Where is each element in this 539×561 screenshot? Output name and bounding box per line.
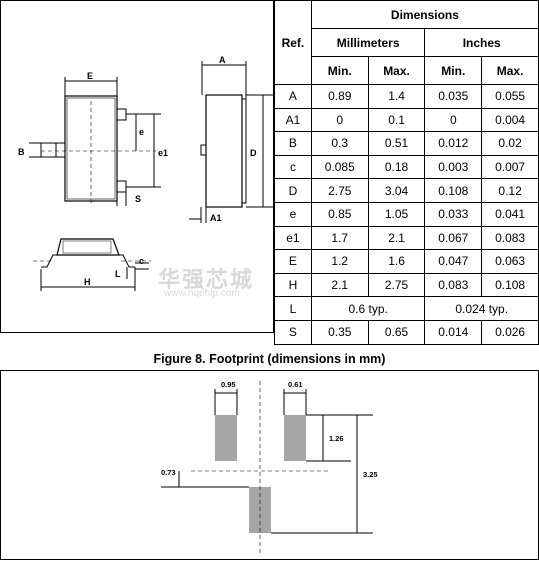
pad-top-left xyxy=(215,415,237,461)
footprint-drawing: 0.95 0.61 1.26 3.25 0.73 xyxy=(0,370,539,560)
table-row: D 2.75 3.04 0.108 0.12 xyxy=(274,178,539,203)
pin-top-right xyxy=(116,108,127,121)
pin-bottom-right xyxy=(116,180,127,193)
label-total-height: 3.25 xyxy=(363,470,378,479)
header-in-min: Min. xyxy=(424,56,483,85)
dimensions-table: Ref. Dimensions Millimeters Inches Min. … xyxy=(274,0,539,345)
label-pad-width: 0.61 xyxy=(288,380,303,389)
table-row: L 0.6 typ. 0.024 typ. xyxy=(274,296,539,321)
pad-top-right xyxy=(284,415,306,461)
label-E: E xyxy=(87,71,93,81)
package-body-side-view xyxy=(205,94,243,208)
header-ref: Ref. xyxy=(274,0,312,85)
table-row: e 0.85 1.05 0.033 0.041 xyxy=(274,201,539,227)
figure-title: Figure 8. Footprint (dimensions in mm) xyxy=(153,352,386,366)
watermark-url: www.hqehlp.com xyxy=(164,288,240,299)
label-c: c xyxy=(139,256,144,266)
label-pad-height: 1.26 xyxy=(329,434,344,443)
table-row: B 0.3 0.51 0.012 0.02 xyxy=(274,131,539,156)
label-e1: e1 xyxy=(158,148,168,158)
table-row: c 0.085 0.18 0.003 0.007 xyxy=(274,154,539,180)
label-e: e xyxy=(139,127,144,137)
label-D: D xyxy=(250,148,257,158)
label-A: A xyxy=(219,55,226,65)
table-row: e1 1.7 2.1 0.067 0.083 xyxy=(274,225,539,251)
table-row: A1 0 0.1 0 0.004 xyxy=(274,107,539,133)
table-row: E 1.2 1.6 0.047 0.063 xyxy=(274,249,539,274)
package-outline-svg: E e e1 B S A D xyxy=(18,55,273,291)
label-L: L xyxy=(115,269,121,279)
header-mm-min: Min. xyxy=(310,56,369,85)
header-dimensions: Dimensions xyxy=(310,0,539,29)
label-H: H xyxy=(84,277,91,287)
label-B: B xyxy=(18,147,25,157)
header-inches: Inches xyxy=(424,28,539,57)
table-row: S 0.35 0.65 0.014 0.026 xyxy=(274,319,539,345)
table-row: A 0.89 1.4 0.035 0.055 xyxy=(274,84,539,109)
footprint-svg: 0.95 0.61 1.26 3.25 0.73 xyxy=(161,380,378,553)
watermark-logo: 华强芯城 xyxy=(158,267,255,292)
pin-left xyxy=(55,142,66,158)
header-in-max: Max. xyxy=(481,56,539,85)
package-drawing: E e e1 B S A D xyxy=(0,0,274,333)
label-S: S xyxy=(135,194,141,204)
label-A1: A1 xyxy=(210,213,222,223)
label-pad-pitch: 0.95 xyxy=(221,380,236,389)
header-mm-max: Max. xyxy=(367,56,426,85)
label-offset: 0.73 xyxy=(161,468,176,477)
table-row: H 2.1 2.75 0.083 0.108 xyxy=(274,272,539,298)
header-millimeters: Millimeters xyxy=(310,28,426,57)
